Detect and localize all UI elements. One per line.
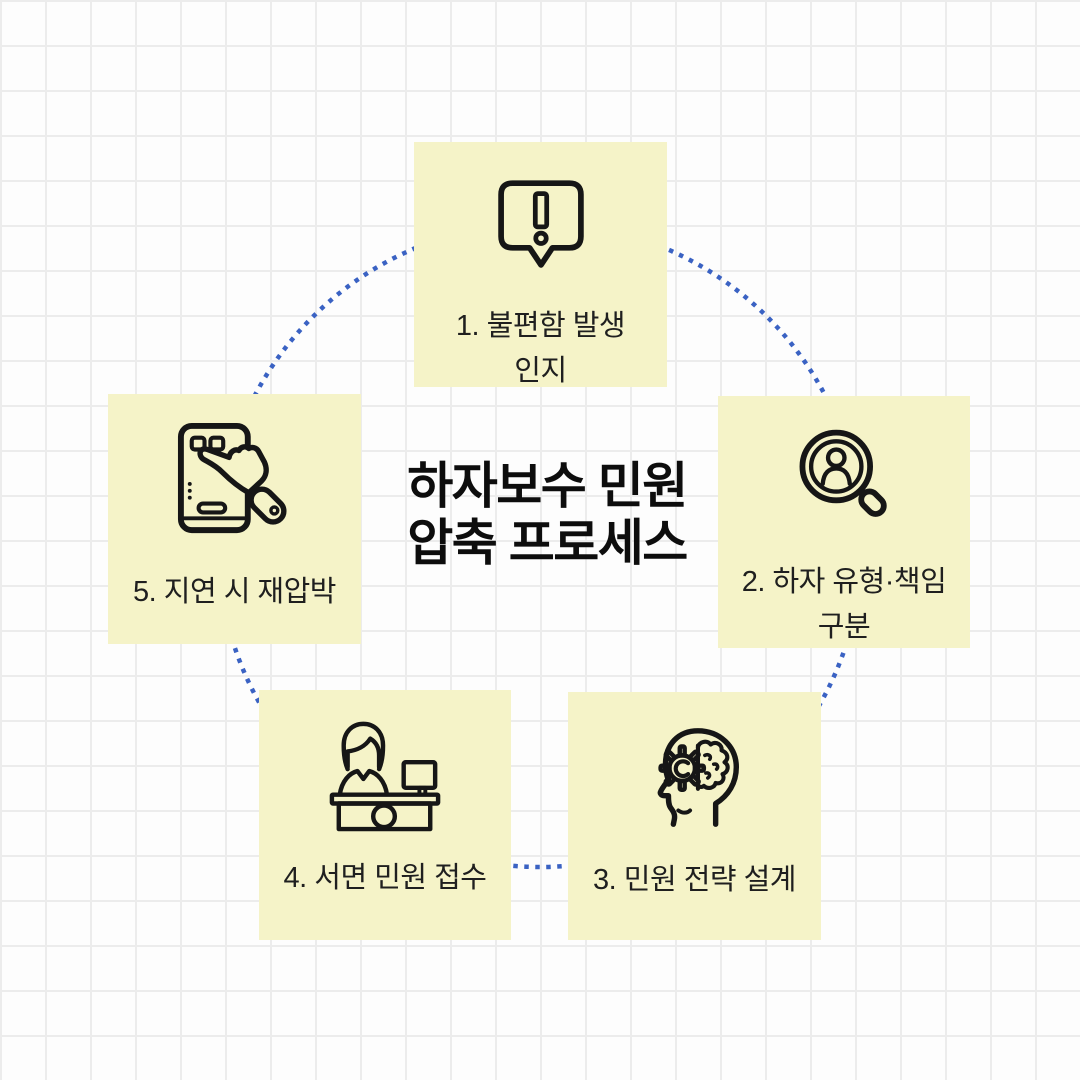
receptionist-desk-icon (329, 721, 441, 832)
page-title: 하자보수 민원 압축 프로세스 (320, 458, 774, 572)
step-1-label-line-2: 인지 (514, 354, 567, 387)
step-2-label: 2. 하자 유형·책임 구분 (742, 560, 947, 650)
step-2-icon-wrap (786, 422, 902, 538)
page-title-line-2: 압축 프로세스 (407, 515, 688, 571)
step-5-label-line-1: 5. 지연 시 재압박 (133, 576, 336, 608)
step-card-4: 4. 서면 민원 접수 (259, 690, 511, 940)
step-5-label: 5. 지연 시 재압박 (133, 570, 336, 615)
step-card-1: 1. 불편함 발생 인지 (414, 142, 667, 387)
step-2-label-line-1: 2. 하자 유형·책임 (741, 566, 947, 598)
step-4-label-line-1: 4. 서면 민원 접수 (283, 862, 487, 894)
step-1-label: 1. 불편함 발생 인지 (455, 304, 626, 394)
step-1-icon-wrap (484, 168, 598, 282)
step-card-3: 3. 민원 전략 설계 (568, 692, 821, 940)
alert-speech-bubble-icon (497, 180, 584, 268)
page-title-line-1: 하자보수 민원 (407, 458, 688, 514)
step-1-label-line-1: 1. 불편함 발생 (455, 310, 626, 342)
step-3-icon-wrap (636, 718, 754, 836)
step-3-label-line-1: 3. 민원 전략 설계 (593, 864, 796, 896)
step-2-label-line-2: 구분 (817, 610, 871, 643)
step-4-icon-wrap (326, 716, 444, 834)
step-5-icon-wrap (176, 420, 294, 538)
step-card-2: 2. 하자 유형·책임 구분 (718, 396, 970, 648)
head-gear-brain-icon (657, 728, 739, 827)
step-3-label: 3. 민원 전략 설계 (593, 858, 796, 903)
magnifier-person-icon (799, 429, 887, 517)
step-4-label: 4. 서면 민원 접수 (284, 856, 487, 901)
phone-touch-icon (177, 422, 287, 534)
step-card-5: 5. 지연 시 재압박 (108, 394, 361, 644)
